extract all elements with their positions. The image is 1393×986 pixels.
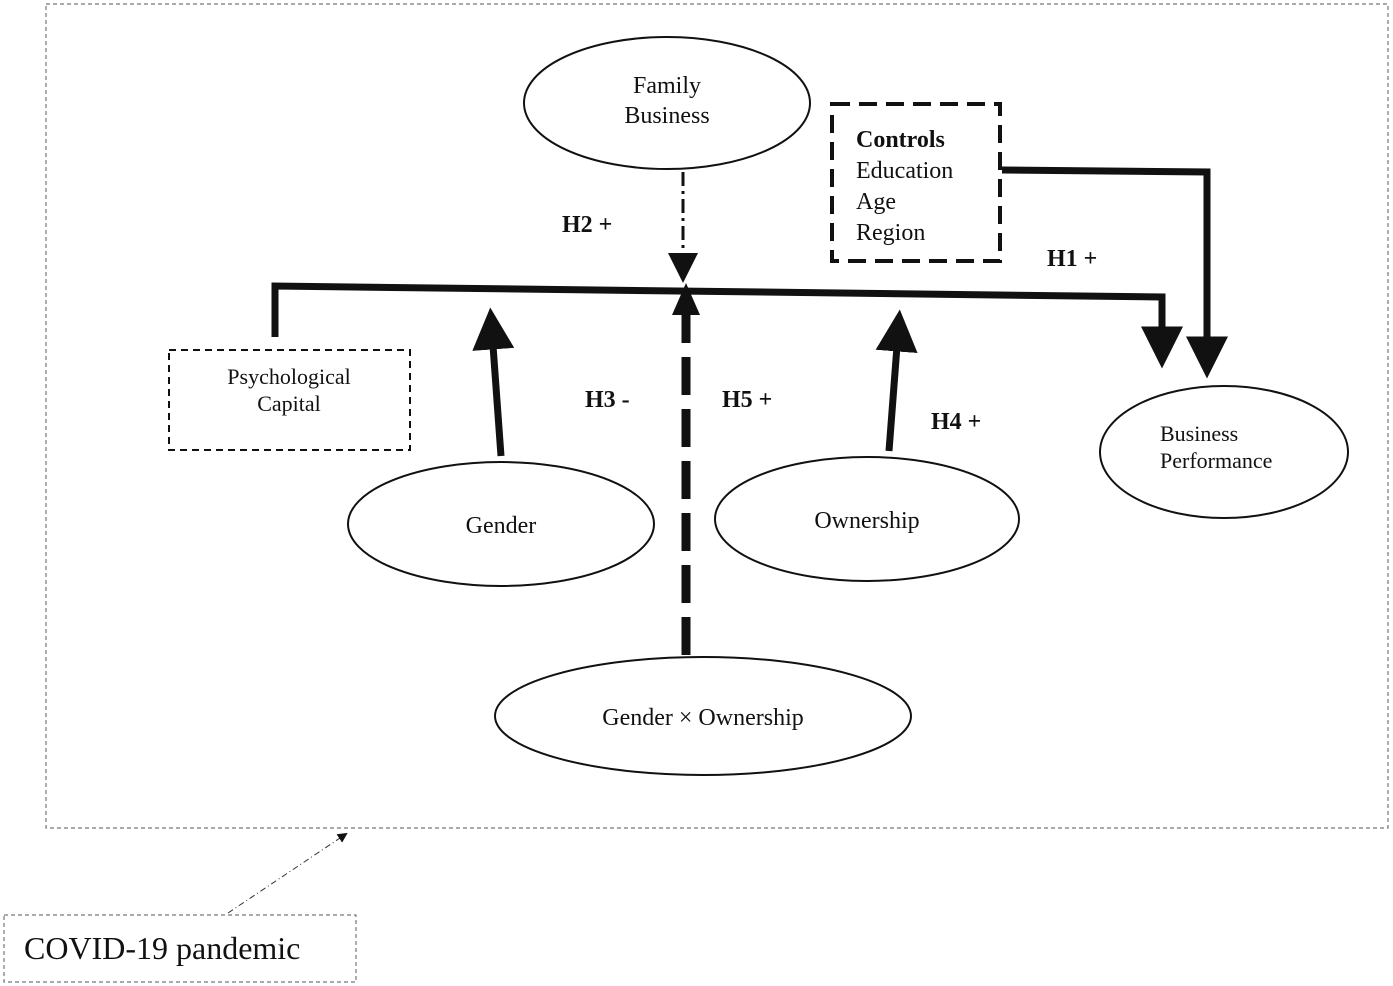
psychological-capital-node: Psychological Capital: [168, 349, 411, 451]
controls-item-region: Region: [856, 220, 925, 246]
interaction-label: Gender × Ownership: [602, 705, 803, 731]
business-performance-label-line1: Business: [1160, 421, 1238, 446]
business-performance-label-line2: Performance: [1160, 448, 1272, 473]
covid-label: COVID-19 pandemic: [24, 930, 300, 966]
controls-to-performance-arrow: [1001, 166, 1228, 379]
family-business-label-line1: Family: [633, 73, 701, 99]
gender-label: Gender: [466, 513, 537, 539]
psychological-capital-label-line2: Capital: [257, 391, 321, 416]
covid-node: COVID-19 pandemic: [3, 914, 357, 983]
h1-main-path: [271, 282, 1183, 369]
family-business-label-line2: Business: [624, 103, 709, 129]
controls-node: Controls Education Age Region: [830, 102, 1002, 263]
ownership-moderation-arrow: [875, 309, 918, 452]
controls-heading: Controls: [856, 127, 945, 153]
controls-item-age: Age: [856, 189, 896, 215]
hypothesis-h3-label: H3 -: [585, 387, 630, 413]
model-boundary: [45, 3, 1389, 829]
covid-arrow: [227, 832, 348, 914]
family-business-node: Family Business: [523, 36, 811, 170]
business-performance-node: Business Performance: [1099, 385, 1349, 519]
gender-node: Gender: [347, 461, 655, 587]
hypothesis-h4-label: H4 +: [931, 409, 981, 435]
hypothesis-h1-label: H1 +: [1047, 246, 1097, 272]
gender-moderation-arrow: [472, 307, 515, 457]
psychological-capital-label-line1: Psychological: [227, 364, 350, 389]
interaction-arrowhead: [672, 283, 700, 315]
ownership-label: Ownership: [814, 508, 919, 534]
ownership-node: Ownership: [714, 456, 1020, 582]
hypothesis-h5-label: H5 +: [722, 387, 772, 413]
hypothesis-h2-label: H2 +: [562, 212, 612, 238]
controls-item-education: Education: [856, 158, 953, 184]
gender-ownership-interaction-node: Gender × Ownership: [494, 656, 912, 776]
